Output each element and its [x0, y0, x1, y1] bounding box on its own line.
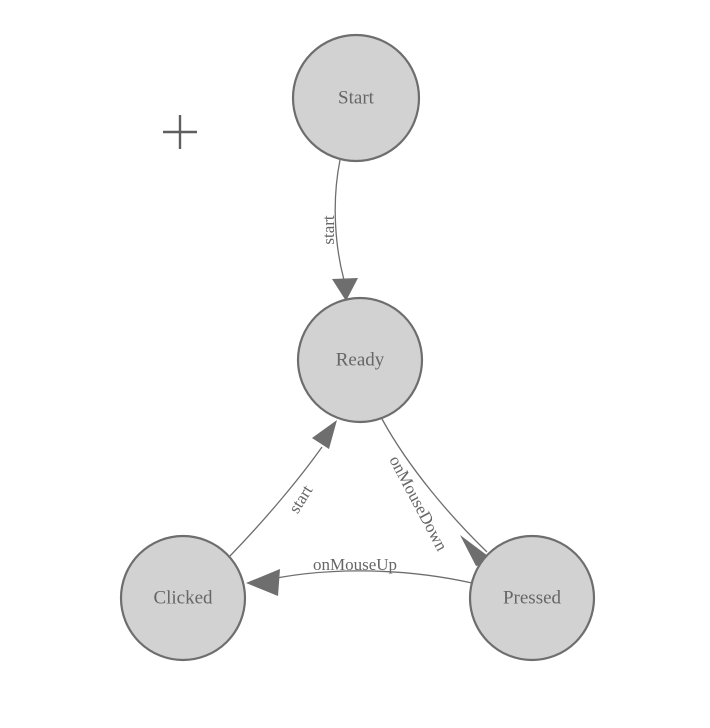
edge-pressed-to-clicked-path — [257, 570, 473, 584]
edge-ready-to-pressed-path — [381, 418, 488, 553]
edge-pressed-to-clicked-arrowhead — [246, 569, 280, 596]
edge-start-to-ready-arrowhead — [332, 278, 358, 301]
node-start-circle[interactable] — [291, 33, 421, 163]
edge-start-to-ready[interactable]: start — [319, 159, 358, 301]
edge-start-to-ready-path — [334, 159, 345, 281]
edge-clicked-to-ready-arrowhead — [312, 420, 337, 449]
node-clicked-label: Clicked — [153, 587, 213, 608]
node-ready[interactable]: Ready — [296, 296, 424, 424]
node-start-label: Start — [338, 87, 375, 108]
crosshair-marker — [163, 115, 197, 149]
edge-clicked-to-ready-path — [228, 446, 323, 558]
node-ready-label: Ready — [336, 349, 385, 370]
node-clicked-circle[interactable] — [119, 534, 247, 662]
edge-pressed-to-clicked-label: onMouseUp — [313, 555, 397, 574]
node-pressed-label: Pressed — [503, 587, 562, 608]
edge-clicked-to-ready-label: start — [285, 481, 317, 516]
node-pressed[interactable]: Pressed — [468, 534, 596, 662]
node-start[interactable]: Start — [291, 33, 421, 163]
node-clicked[interactable]: Clicked — [119, 534, 247, 662]
node-ready-circle[interactable] — [296, 296, 424, 424]
edge-pressed-to-clicked[interactable]: onMouseUp — [246, 555, 473, 596]
edge-start-to-ready-label: start — [319, 215, 338, 245]
edge-clicked-to-ready[interactable]: start — [228, 420, 337, 558]
node-pressed-circle[interactable] — [468, 534, 596, 662]
edge-ready-to-pressed[interactable]: onMouseDown — [381, 418, 496, 566]
